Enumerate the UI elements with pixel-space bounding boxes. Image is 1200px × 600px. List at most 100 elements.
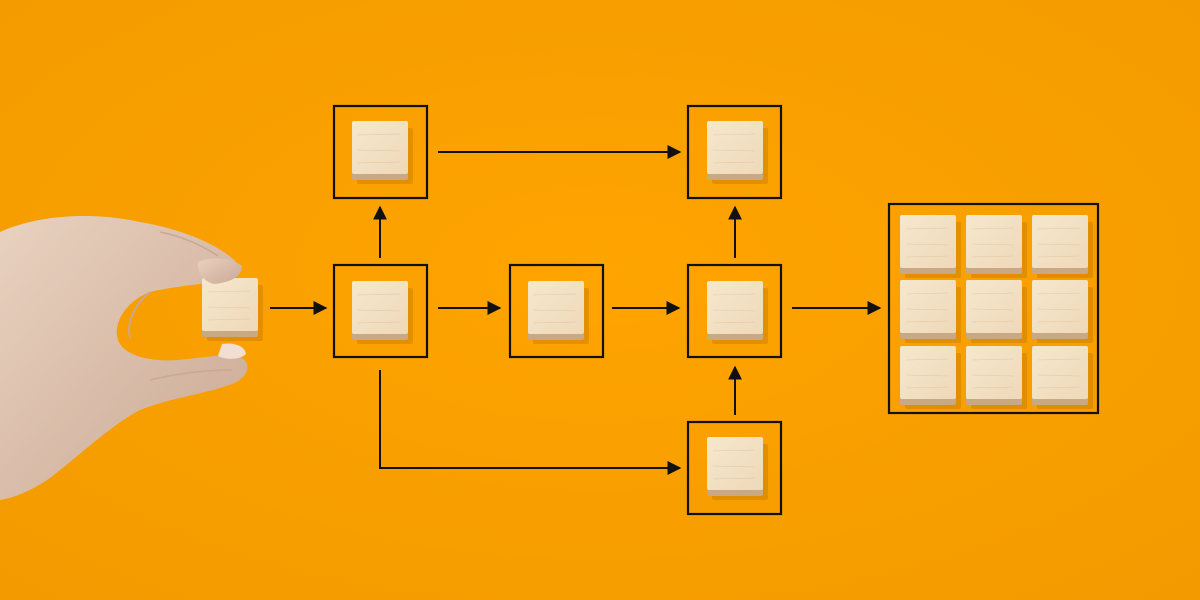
- finger-tip: [197, 258, 242, 284]
- wood-grain: [905, 386, 949, 389]
- wood-grain: [1037, 320, 1081, 323]
- block-middle-3: [707, 281, 768, 344]
- wood-grain: [712, 161, 756, 164]
- wood-grain: [905, 292, 949, 295]
- block-face: [900, 346, 956, 399]
- wood-grain: [971, 386, 1015, 389]
- wood-grain: [712, 465, 756, 468]
- block-grid-5: [966, 280, 1027, 343]
- wood-grain: [357, 133, 401, 136]
- wood-grain: [712, 449, 756, 452]
- wood-grain: [971, 374, 1015, 377]
- wood-grain: [357, 293, 401, 296]
- wood-grain: [905, 255, 949, 258]
- wood-grain: [1037, 227, 1081, 230]
- wood-grain: [971, 255, 1015, 258]
- arrows: [270, 145, 882, 475]
- wood-grain: [533, 293, 577, 296]
- thumb-nail: [218, 343, 246, 359]
- wood-grain: [712, 133, 756, 136]
- block-middle-2: [528, 281, 589, 344]
- frame-middle-1: [332, 263, 429, 359]
- hand-palm: [0, 216, 248, 500]
- block-face: [202, 278, 258, 331]
- wood-grain: [905, 320, 949, 323]
- block-grid-7: [900, 346, 961, 409]
- block-grid-1: [900, 215, 961, 278]
- block-face: [707, 121, 763, 174]
- block-top-right: [707, 121, 768, 184]
- block-face: [900, 280, 956, 333]
- block-bottom: [707, 437, 768, 500]
- block-face: [707, 281, 763, 334]
- block-middle-1: [352, 281, 413, 344]
- wood-grain: [533, 321, 577, 324]
- wooden-blocks: [352, 121, 1093, 500]
- block-face: [1032, 346, 1088, 399]
- block-face: [352, 121, 408, 174]
- block-face: [1032, 215, 1088, 268]
- block-face: [966, 215, 1022, 268]
- wood-grain: [971, 358, 1015, 361]
- wood-grain: [207, 318, 251, 321]
- hand-knuckle-shade: [128, 291, 151, 339]
- frame-output-grid: [887, 202, 1100, 415]
- block-face: [900, 215, 956, 268]
- block-top-left: [352, 121, 413, 184]
- block-grid-2: [966, 215, 1027, 278]
- frame-middle-2: [508, 263, 605, 359]
- wood-grain: [905, 308, 949, 311]
- hand-thumb-crease: [149, 369, 233, 381]
- wood-grain: [1037, 374, 1081, 377]
- wood-grain: [712, 293, 756, 296]
- block-held: [202, 278, 263, 341]
- wood-grain: [971, 227, 1015, 230]
- wood-grain: [712, 477, 756, 480]
- wood-grain: [712, 149, 756, 152]
- block-grid-6: [1032, 280, 1093, 343]
- wood-grain: [207, 306, 251, 309]
- wood-grain: [533, 309, 577, 312]
- wood-grain: [905, 227, 949, 230]
- block-grid-8: [966, 346, 1027, 409]
- wood-grain: [1037, 255, 1081, 258]
- block-face: [966, 346, 1022, 399]
- wood-grain: [357, 321, 401, 324]
- block-face: [1032, 280, 1088, 333]
- block-grid-4: [900, 280, 961, 343]
- wood-grain: [905, 243, 949, 246]
- wood-grain: [971, 320, 1015, 323]
- block-grid-9: [1032, 346, 1093, 409]
- wood-grain: [357, 309, 401, 312]
- frame-bottom: [686, 420, 783, 516]
- wood-grain: [1037, 292, 1081, 295]
- wood-grain: [1037, 358, 1081, 361]
- wood-grain: [712, 309, 756, 312]
- hand-finger-crease: [159, 231, 219, 257]
- wood-grain: [971, 292, 1015, 295]
- block-face: [966, 280, 1022, 333]
- block-face: [528, 281, 584, 334]
- frames: [332, 104, 1100, 516]
- hand: [0, 216, 263, 500]
- wood-grain: [712, 321, 756, 324]
- frame-middle-3: [686, 263, 783, 359]
- block-grid-3: [1032, 215, 1093, 278]
- wood-grain: [357, 149, 401, 152]
- block-face: [352, 281, 408, 334]
- wood-grain: [357, 161, 401, 164]
- wood-grain: [1037, 386, 1081, 389]
- wood-grain: [1037, 243, 1081, 246]
- wood-grain: [1037, 308, 1081, 311]
- wood-grain: [971, 243, 1015, 246]
- frame-top-left: [332, 104, 429, 200]
- wood-grain: [207, 290, 251, 293]
- wood-grain: [905, 374, 949, 377]
- wood-grain: [971, 308, 1015, 311]
- wood-grain: [905, 358, 949, 361]
- frame-top-right: [686, 104, 783, 200]
- arrow-first-to-bottom: [379, 370, 682, 475]
- block-face: [707, 437, 763, 490]
